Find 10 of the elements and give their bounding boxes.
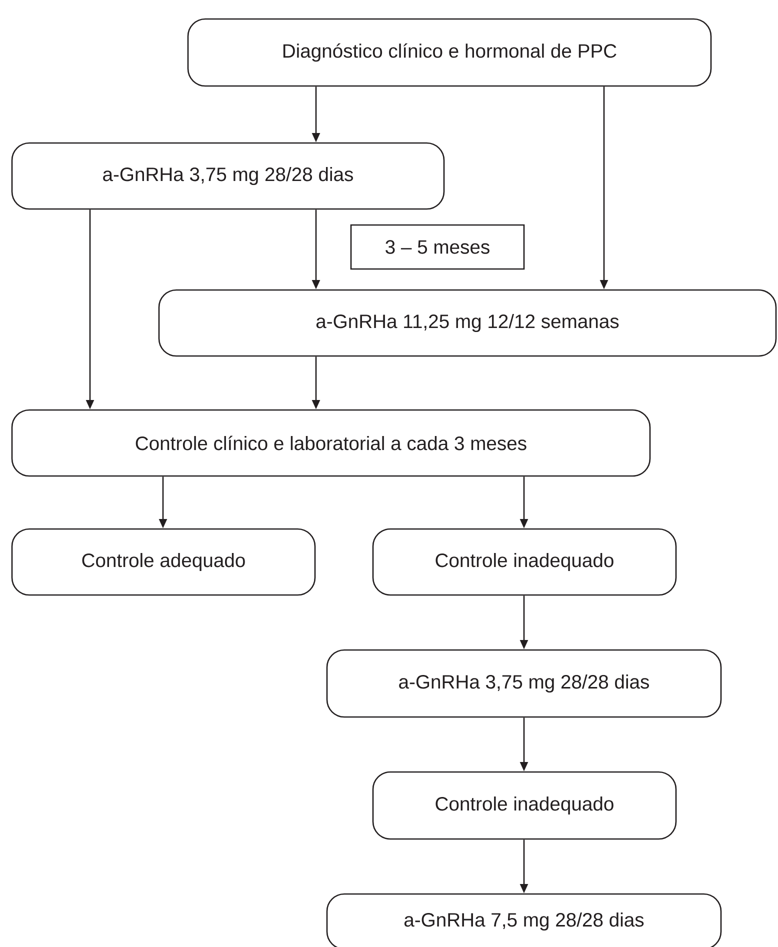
duration-box: 3 – 5 meses [350,224,525,270]
process-box: Controle clínico e laboratorial a cada 3 meses [11,409,651,477]
process-box: Controle inadequado [372,771,677,840]
process-box: a-GnRHa 3,75 mg 28/28 dias [326,649,722,718]
process-box: a-GnRHa 11,25 mg 12/12 semanas [158,289,777,357]
process-box: Controle inadequado [372,528,677,596]
process-box: a-GnRHa 3,75 mg 28/28 dias [11,142,445,210]
process-box: Diagnóstico clínico e hormonal de PPC [187,18,712,87]
process-box: a-GnRHa 7,5 mg 28/28 dias [326,893,722,947]
process-box: Controle adequado [11,528,316,596]
